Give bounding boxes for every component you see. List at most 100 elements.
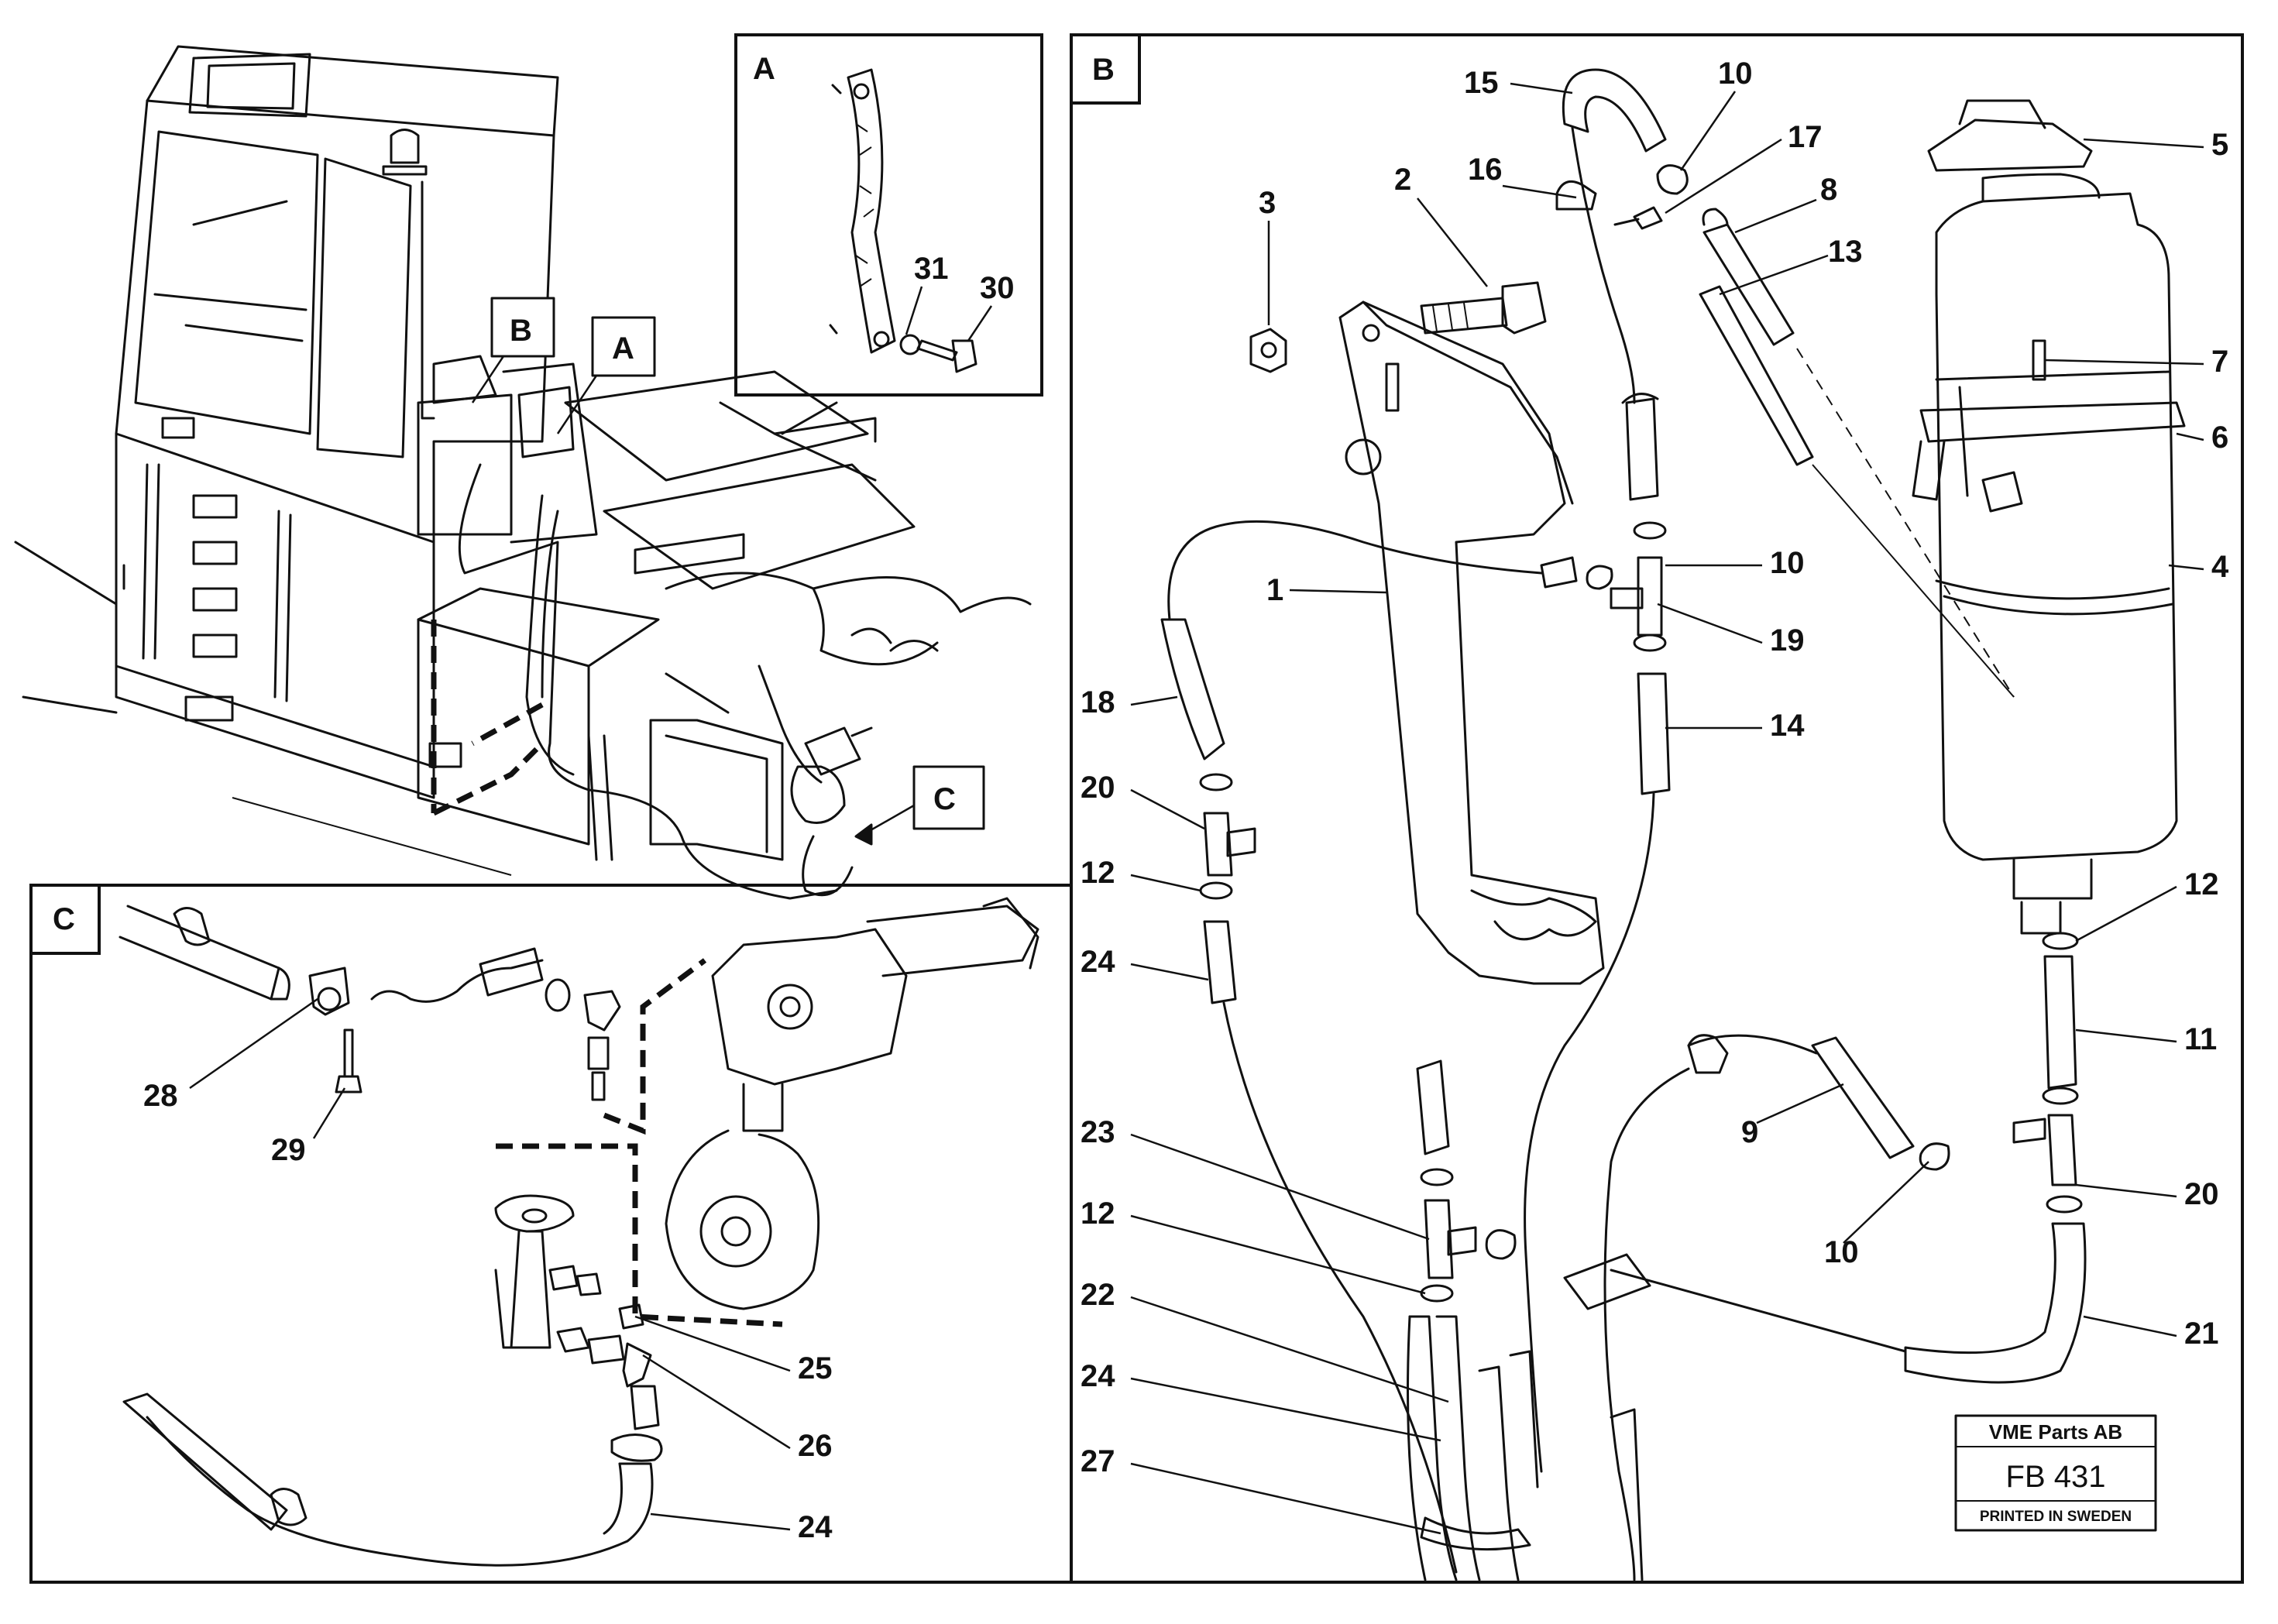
svg-text:B: B (1092, 53, 1115, 87)
callout-11: 11 (2075, 1022, 2217, 1056)
callout-5: 5 (2083, 128, 2228, 162)
callout-6: 6 (2176, 421, 2228, 455)
svg-text:B: B (510, 314, 532, 348)
svg-text:8: 8 (1820, 173, 1837, 207)
callout-14: 14 (1665, 709, 1805, 743)
callout-22: 22 (1081, 1278, 1449, 1403)
vme-stamp: VME Parts AB FB 431 PRINTED IN SWEDEN (1954, 1414, 2157, 1532)
callout-10a: 10 (1679, 57, 1753, 171)
svg-text:16: 16 (1468, 153, 1503, 187)
svg-text:24: 24 (1081, 1359, 1115, 1393)
svg-text:18: 18 (1081, 685, 1115, 719)
svg-text:11: 11 (2184, 1022, 2217, 1056)
callout-24c: 24 (650, 1510, 833, 1544)
svg-text:4: 4 (2211, 550, 2229, 584)
svg-text:C: C (933, 782, 956, 816)
overview-tag-a: A (556, 316, 656, 434)
svg-text:17: 17 (1788, 120, 1823, 154)
callout-4: 4 (2168, 550, 2229, 584)
overview-tag-c: C (854, 765, 985, 846)
callout-21: 21 (2083, 1315, 2219, 1351)
callout-27: 27 (1081, 1444, 1441, 1535)
svg-text:12: 12 (1081, 1197, 1115, 1231)
panel-b-parts (1160, 68, 2186, 1581)
panel-a-frame (734, 33, 1043, 397)
callout-20a: 20 (1081, 771, 1205, 830)
svg-text:12: 12 (1081, 856, 1115, 890)
svg-text:14: 14 (1770, 709, 1805, 743)
callout-13: 13 (1719, 235, 1863, 296)
svg-text:19: 19 (1770, 623, 1805, 657)
callout-24b: 24 (1081, 1359, 1441, 1442)
callout-10b: 10 (1665, 546, 1805, 580)
callout-15: 15 (1464, 66, 1573, 100)
callout-26: 26 (642, 1354, 833, 1463)
callout-12c: 12 (1081, 1197, 1426, 1295)
machine-cab-overview (14, 45, 1032, 900)
callout-16: 16 (1468, 153, 1577, 199)
callout-25: 25 (634, 1315, 833, 1385)
callout-17: 17 (1665, 120, 1823, 215)
svg-text:20: 20 (1081, 771, 1115, 805)
panel-c-frame (29, 884, 1073, 1584)
svg-text:10: 10 (1824, 1235, 1859, 1269)
stamp-company: VME Parts AB (1989, 1420, 2122, 1444)
stamp-code: FB 431 (2006, 1460, 2106, 1494)
svg-text:20: 20 (2184, 1177, 2219, 1211)
svg-text:15: 15 (1464, 66, 1499, 100)
callout-23: 23 (1081, 1115, 1430, 1241)
panel-c-parts (119, 897, 1039, 1567)
svg-text:28: 28 (143, 1079, 178, 1113)
svg-text:7: 7 (2211, 345, 2228, 379)
overview-tag-b: B (471, 297, 555, 403)
svg-text:24: 24 (798, 1510, 833, 1544)
stamp-printed: PRINTED IN SWEDEN (1980, 1509, 2132, 1525)
svg-text:10: 10 (1770, 546, 1805, 580)
svg-text:13: 13 (1828, 235, 1863, 269)
callout-7: 7 (2044, 345, 2228, 379)
callout-29: 29 (271, 1087, 346, 1167)
callout-18: 18 (1081, 685, 1178, 719)
callout-2: 2 (1394, 163, 1488, 287)
callout-28: 28 (143, 997, 318, 1113)
svg-text:29: 29 (271, 1133, 306, 1167)
svg-text:6: 6 (2211, 421, 2228, 455)
callout-12a: 12 (1081, 856, 1201, 892)
svg-text:30: 30 (980, 271, 1015, 305)
panel-label-c: C (29, 884, 101, 955)
svg-text:9: 9 (1741, 1115, 1758, 1149)
panel-frames (29, 33, 2244, 1584)
svg-text:25: 25 (798, 1351, 833, 1385)
callout-24a: 24 (1081, 945, 1209, 981)
panel-a-bracket (829, 68, 978, 373)
svg-text:3: 3 (1259, 186, 1276, 220)
svg-text:12: 12 (2184, 867, 2219, 901)
panel-label-a: A (753, 52, 775, 86)
callout-12b: 12 (2075, 867, 2219, 942)
callout-19: 19 (1657, 603, 1805, 657)
svg-text:23: 23 (1081, 1115, 1115, 1149)
svg-text:1: 1 (1266, 573, 1283, 607)
svg-text:10: 10 (1718, 57, 1753, 91)
svg-text:22: 22 (1081, 1278, 1115, 1312)
callout-10c: 10 (1824, 1161, 1929, 1269)
svg-text:A: A (753, 52, 775, 86)
svg-text:5: 5 (2211, 128, 2228, 162)
panel-label-b: B (1070, 33, 1141, 105)
callout-9: 9 (1741, 1083, 1844, 1149)
svg-text:31: 31 (914, 252, 949, 286)
svg-text:A: A (612, 331, 634, 366)
callout-30: 30 (967, 271, 1015, 342)
callout-8: 8 (1734, 173, 1837, 234)
callout-1: 1 (1266, 573, 1387, 607)
callout-31: 31 (905, 252, 949, 335)
callout-3: 3 (1259, 186, 1276, 325)
callout-20b: 20 (2075, 1177, 2219, 1211)
panel-b-frame (1070, 33, 2244, 1584)
svg-text:27: 27 (1081, 1444, 1115, 1478)
svg-text:2: 2 (1394, 163, 1411, 197)
svg-text:21: 21 (2184, 1317, 2219, 1351)
svg-text:C: C (53, 902, 75, 936)
svg-text:24: 24 (1081, 945, 1115, 979)
